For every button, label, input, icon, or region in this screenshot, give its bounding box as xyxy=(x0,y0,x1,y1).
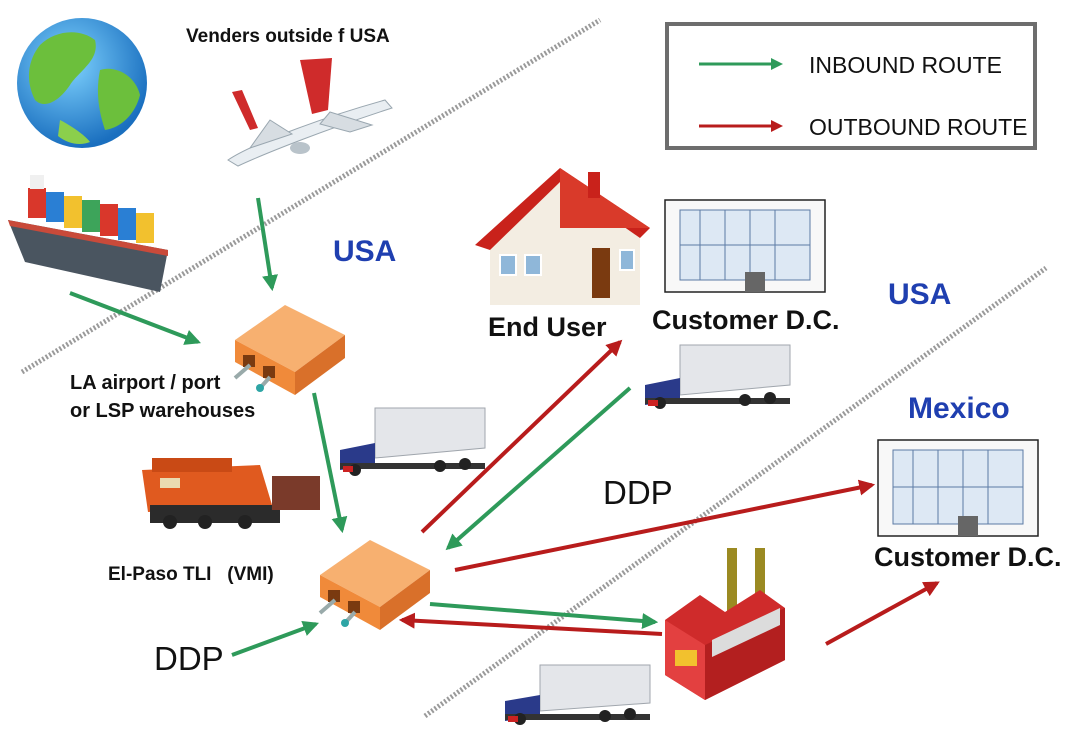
house-icon xyxy=(475,168,650,305)
customer-dc-label-right: Customer D.C. xyxy=(874,542,1062,572)
airplane-icon xyxy=(227,58,393,167)
la-warehouse-label-line2: or LSP warehouses xyxy=(70,400,256,422)
inbound-arrow xyxy=(445,386,632,551)
truck-icon xyxy=(340,407,486,476)
outbound-swatch-icon xyxy=(699,120,783,132)
end-user-label: End User xyxy=(488,312,607,342)
legend-item-outbound: OUTBOUND ROUTE xyxy=(669,108,1033,148)
ddp-label-bottom: DDP xyxy=(154,640,224,677)
country-label-mexico: Mexico xyxy=(908,392,1010,425)
cargo-ship-icon xyxy=(8,175,168,292)
outbound-arrow xyxy=(420,339,623,534)
ddp-label-middle: DDP xyxy=(603,474,673,511)
outbound-arrow xyxy=(454,479,876,572)
legend-outbound-label: OUTBOUND ROUTE xyxy=(809,114,1028,140)
warehouse-icon xyxy=(318,540,430,630)
distribution-center-icon xyxy=(877,439,1039,537)
train-icon xyxy=(142,458,320,529)
country-label-usa-left: USA xyxy=(333,235,397,268)
truck-icon xyxy=(645,344,791,409)
truck-icon xyxy=(505,664,651,725)
factory-icon xyxy=(665,548,785,700)
legend-item-inbound: INBOUND ROUTE xyxy=(669,44,1033,84)
inbound-arrow xyxy=(256,197,278,292)
la-warehouse-label-line1: LA airport / port xyxy=(70,372,221,394)
customer-dc-label-top: Customer D.C. xyxy=(652,305,840,335)
legend-inbound-label: INBOUND ROUTE xyxy=(809,52,1002,78)
country-label-usa-right: USA xyxy=(888,278,952,311)
outbound-arrow xyxy=(825,581,940,646)
legend: INBOUND ROUTE OUTBOUND ROUTE xyxy=(665,22,1037,150)
inbound-arrow xyxy=(69,291,201,345)
globe-icon xyxy=(17,18,147,148)
outbound-arrow xyxy=(398,612,663,636)
distribution-center-icon xyxy=(664,199,826,293)
inbound-arrow xyxy=(231,620,320,657)
venders-label: Venders outside f USA xyxy=(186,26,390,47)
inbound-arrow xyxy=(312,392,348,534)
inbound-arrow xyxy=(429,602,659,629)
el-paso-label: El-Paso TLI (VMI) xyxy=(108,564,274,585)
inbound-swatch-icon xyxy=(699,58,783,70)
warehouse-icon xyxy=(233,305,345,395)
